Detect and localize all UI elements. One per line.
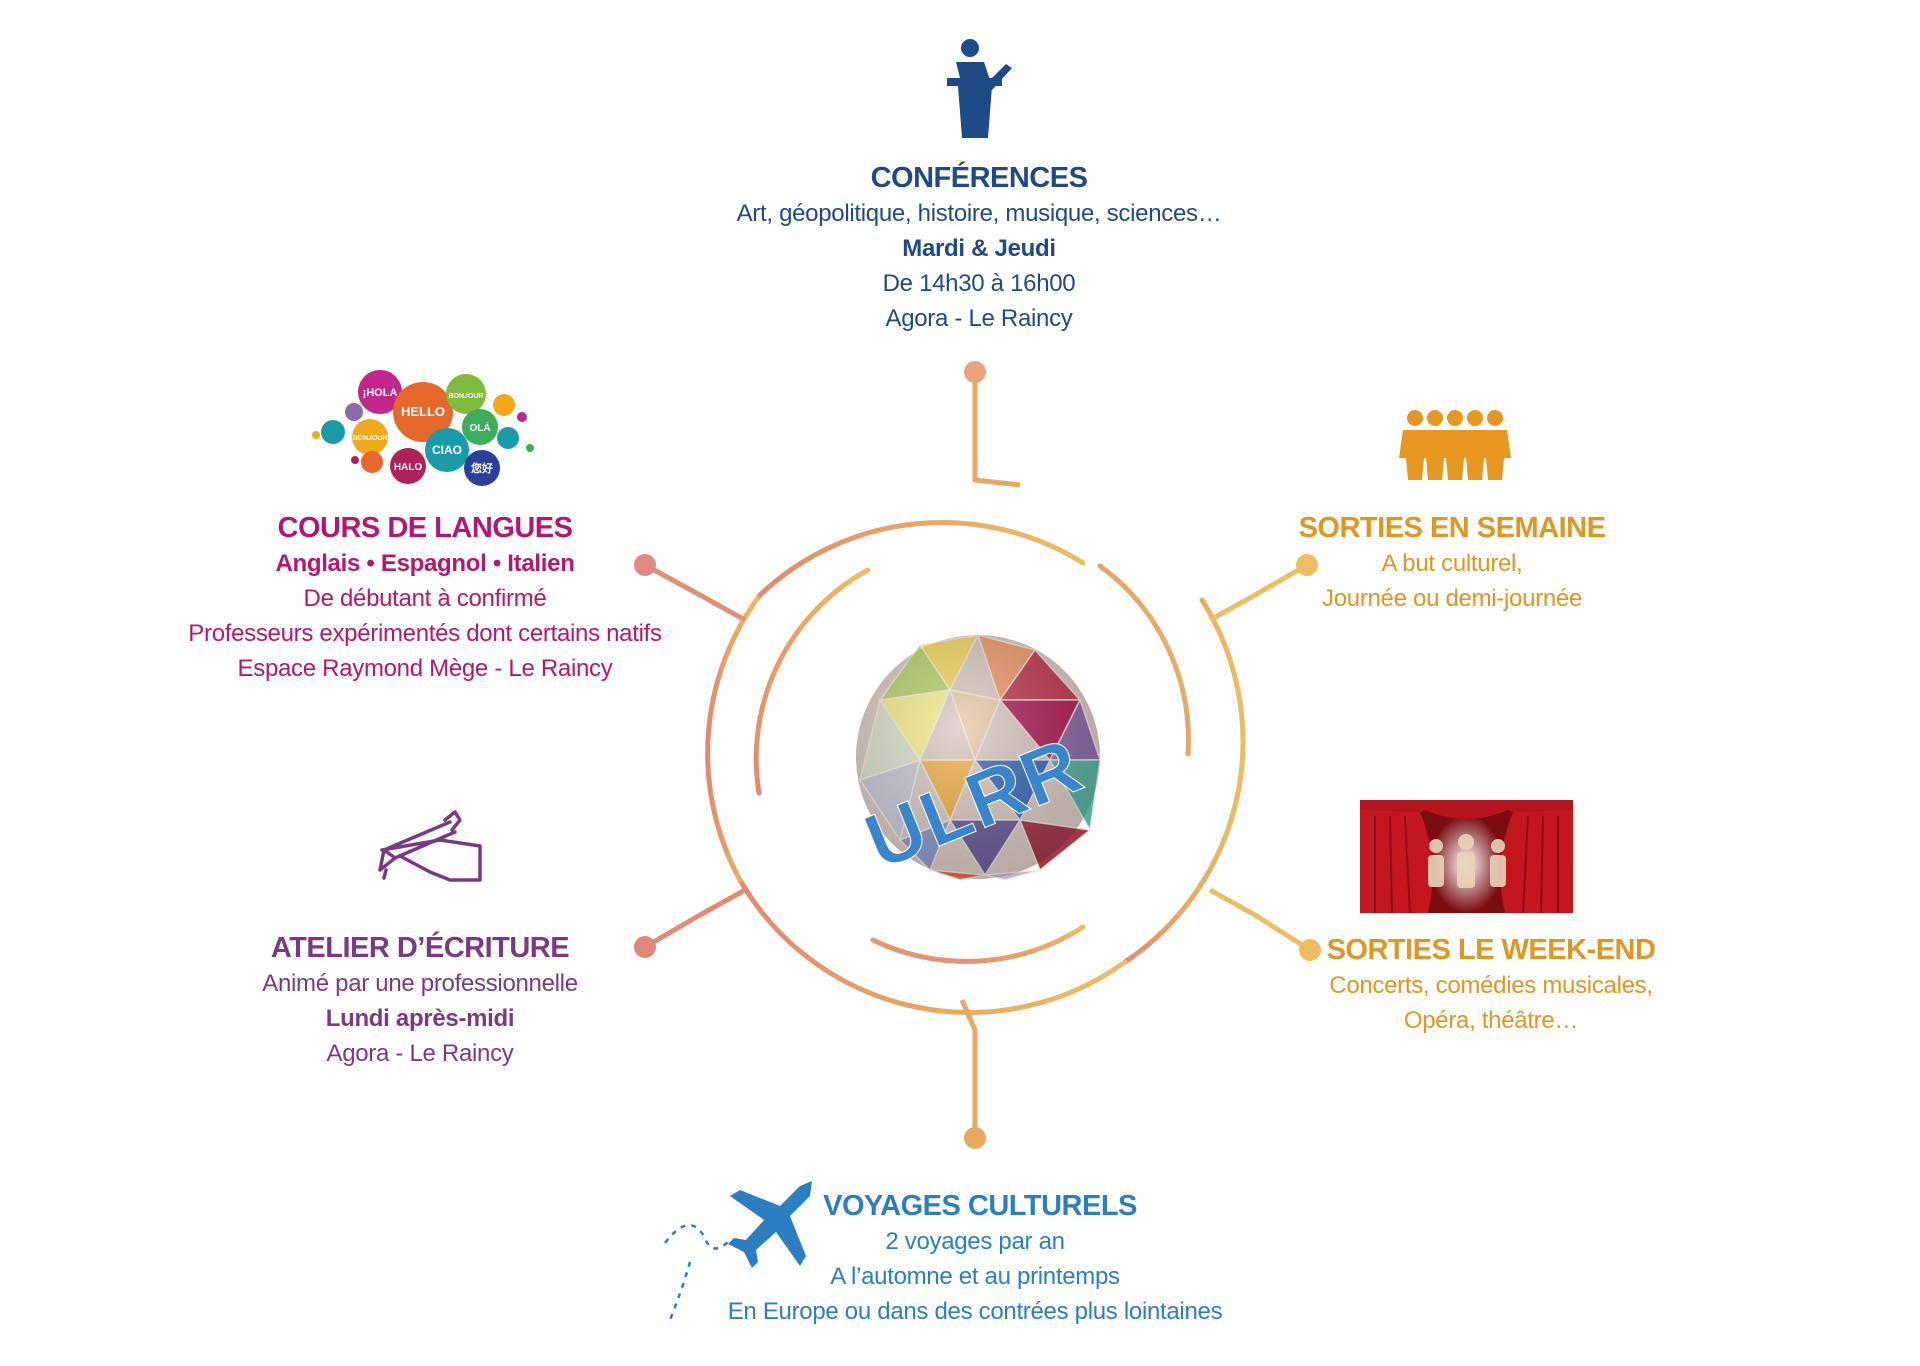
bubble-text: CIAO: [432, 443, 462, 457]
langues-location: Espace Raymond Mège - Le Raincy: [237, 655, 613, 682]
conferences-days: Mardi & Jeudi: [902, 235, 1056, 262]
bubble-text: HALO: [394, 462, 423, 473]
bubble-text: OLÁ: [469, 421, 490, 434]
theatre-curtain-icon: [1360, 800, 1573, 914]
weekend-block: SORTIES LE WEEK-END Concerts, comédies m…: [1327, 932, 1656, 1038]
voyages-title: VOYAGES CULTURELS: [823, 1190, 1137, 1222]
language-bubbles-icon: ¡HOLA HELLO BONJOUR OLÁ BONJOUR CIAO HAL…: [312, 370, 534, 486]
semaine-duration: Journée ou demi-journée: [1322, 585, 1582, 612]
outer-ring: [705, 519, 1246, 1015]
group-people-icon: [1399, 410, 1511, 480]
voyages-seasons: A l’automne et au printemps: [830, 1263, 1120, 1290]
bubble-text: HELLO: [401, 404, 445, 419]
conferences-title: CONFÉRENCES: [870, 162, 1088, 194]
speaker-podium-icon: [947, 39, 1012, 138]
semaine-block: SORTIES EN SEMAINE A but culturel, Journ…: [1299, 510, 1606, 616]
bubble-text: ¡HOLA: [363, 387, 398, 399]
ecriture-block: ATELIER D’ÉCRITURE Animé par une profess…: [262, 930, 578, 1071]
weekend-title: SORTIES LE WEEK-END: [1326, 934, 1656, 966]
langues-block: COURS DE LANGUES Anglais • Espagnol • It…: [188, 510, 662, 686]
semaine-title: SORTIES EN SEMAINE: [1298, 512, 1606, 544]
voyages-destinations: En Europe ou dans des contrées plus loin…: [727, 1298, 1223, 1325]
langues-languages: Anglais • Espagnol • Italien: [275, 550, 575, 577]
ecriture-host: Animé par une professionnelle: [262, 970, 578, 997]
ecriture-day: Lundi après-midi: [325, 1005, 515, 1032]
bubble-text: BONJOUR: [448, 393, 483, 400]
ulrr-logo: ULRR: [853, 633, 1102, 886]
airplane-icon: [664, 1181, 812, 1321]
langues-levels: De débutant à confirmé: [303, 585, 547, 612]
bubble-text: 您好: [471, 461, 493, 475]
inner-ring: [753, 563, 1191, 964]
connector-lines: [643, 372, 1312, 1138]
voyages-block: VOYAGES CULTURELS 2 voyages par an A l’a…: [728, 1188, 1223, 1329]
hand-writing-icon: [378, 810, 482, 882]
weekend-types: Concerts, comédies musicales,: [1329, 972, 1653, 999]
conferences-hours: De 14h30 à 16h00: [882, 270, 1076, 297]
langues-title: COURS DE LANGUES: [277, 512, 573, 544]
connector-dots: [634, 361, 1321, 1149]
weekend-types-2: Opéra, théâtre…: [1403, 1007, 1579, 1034]
conferences-block: CONFÉRENCES Art, géopolitique, histoire,…: [737, 160, 1222, 336]
bubble-text: BONJOUR: [352, 435, 387, 442]
semaine-purpose: A but culturel,: [1381, 550, 1523, 577]
conferences-location: Agora - Le Raincy: [885, 305, 1073, 332]
ecriture-location: Agora - Le Raincy: [326, 1040, 514, 1067]
ecriture-title: ATELIER D’ÉCRITURE: [270, 932, 570, 964]
langues-teachers: Professeurs expérimentés dont certains n…: [188, 620, 662, 647]
voyages-frequency: 2 voyages par an: [885, 1228, 1065, 1255]
conferences-topics: Art, géopolitique, histoire, musique, sc…: [736, 200, 1222, 227]
